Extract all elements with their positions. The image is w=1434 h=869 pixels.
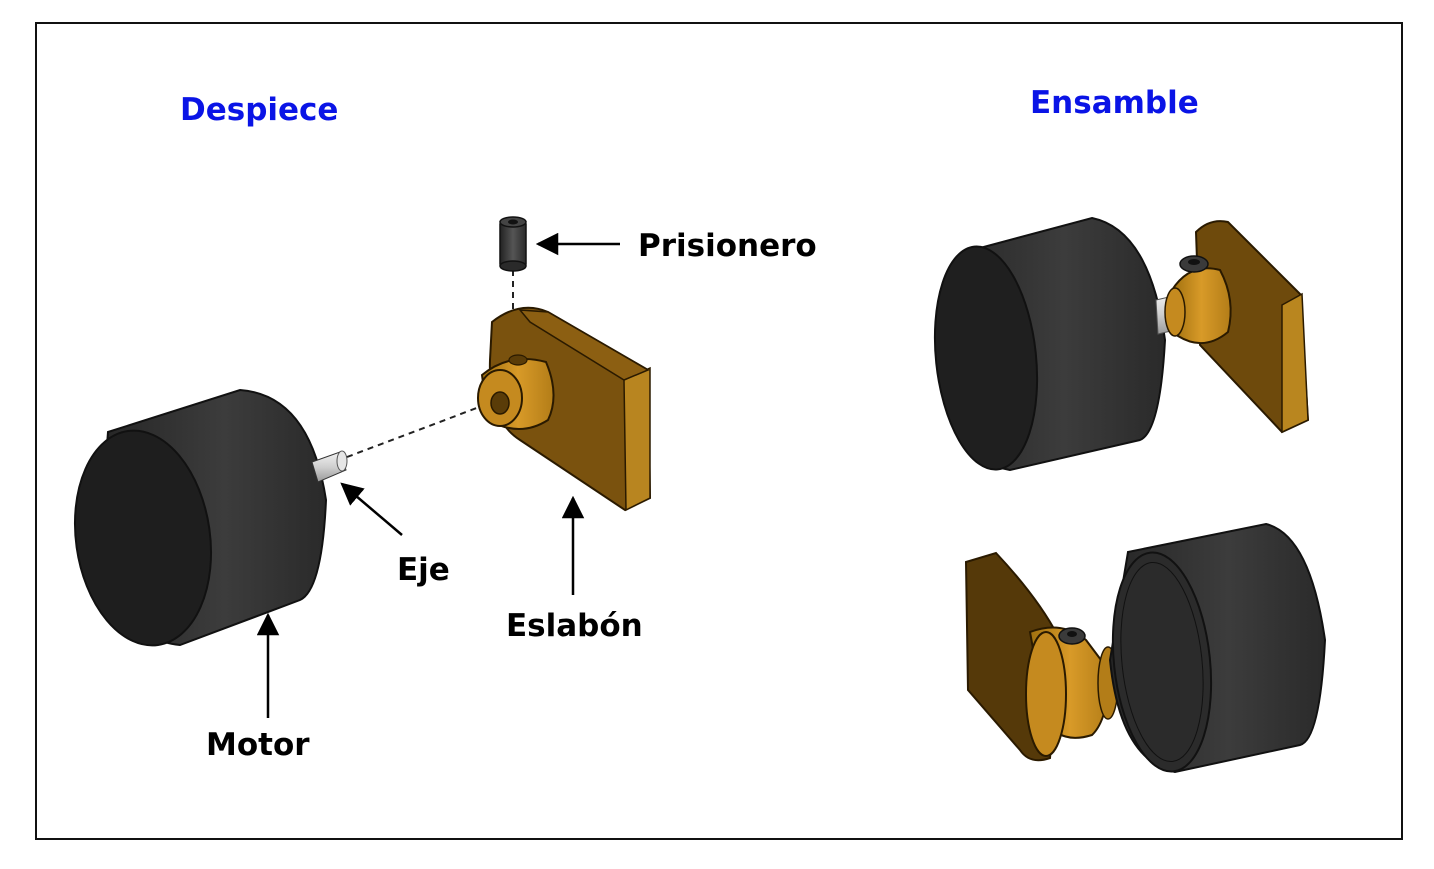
arrow-shaft <box>340 482 403 536</box>
label-set-screw: Prisionero <box>638 228 817 264</box>
title-exploded: Despiece <box>180 92 339 128</box>
label-shaft: Eje <box>397 552 450 588</box>
title-assembled: Ensamble <box>1030 85 1199 121</box>
assembled-view-top <box>933 216 1310 472</box>
shaft-alignment-line <box>346 405 483 458</box>
exploded-set-screw <box>499 216 527 272</box>
assembled-view-bottom <box>964 522 1327 774</box>
exploded-motor <box>73 388 328 647</box>
diagram-frame <box>35 22 1403 840</box>
label-link: Eslabón <box>506 608 643 644</box>
label-motor: Motor <box>206 727 310 763</box>
exploded-link <box>477 306 652 512</box>
exploded-shaft <box>311 450 348 483</box>
